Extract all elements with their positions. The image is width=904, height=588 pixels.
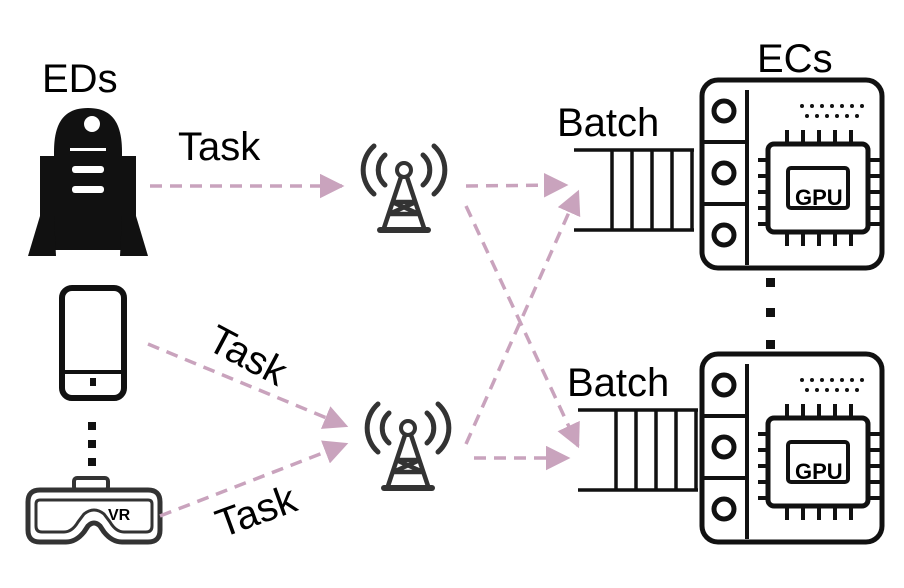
arrow-tower1-to-batch1 bbox=[465, 172, 569, 198]
vr-label: VR bbox=[108, 507, 131, 524]
batch-queue bbox=[574, 148, 694, 232]
task-arrows bbox=[147, 172, 581, 518]
robot-icon bbox=[28, 108, 148, 256]
smartphone-icon bbox=[59, 285, 127, 401]
arrow-tower1-to-batch2 bbox=[464, 205, 580, 449]
edge-server-icon bbox=[702, 80, 882, 268]
task-label-top: Task bbox=[178, 125, 261, 169]
batch-queue bbox=[578, 408, 698, 492]
cell-tower-icon bbox=[367, 404, 449, 488]
arrow-vr-to-tower2 bbox=[159, 440, 349, 518]
device-ellipsis bbox=[88, 422, 96, 466]
eds-label: EDs bbox=[42, 57, 118, 101]
task-label-bottom: Task bbox=[210, 477, 303, 547]
gpu-label-top: GPU bbox=[795, 185, 843, 210]
edge-server-icon bbox=[702, 354, 882, 542]
ecs-label: ECs bbox=[757, 37, 833, 81]
server-ellipsis bbox=[766, 278, 775, 349]
batch-label-bottom: Batch bbox=[567, 361, 669, 405]
cell-tower-icon bbox=[363, 146, 445, 230]
batch-label-top: Batch bbox=[557, 101, 659, 145]
arrow-phone-to-tower2 bbox=[147, 342, 349, 429]
gpu-label-bottom: GPU bbox=[795, 459, 843, 484]
vr-headset-icon: VR bbox=[25, 476, 163, 545]
task-label-middle: Task bbox=[201, 317, 295, 395]
arrow-tower2-to-batch1 bbox=[464, 189, 581, 445]
